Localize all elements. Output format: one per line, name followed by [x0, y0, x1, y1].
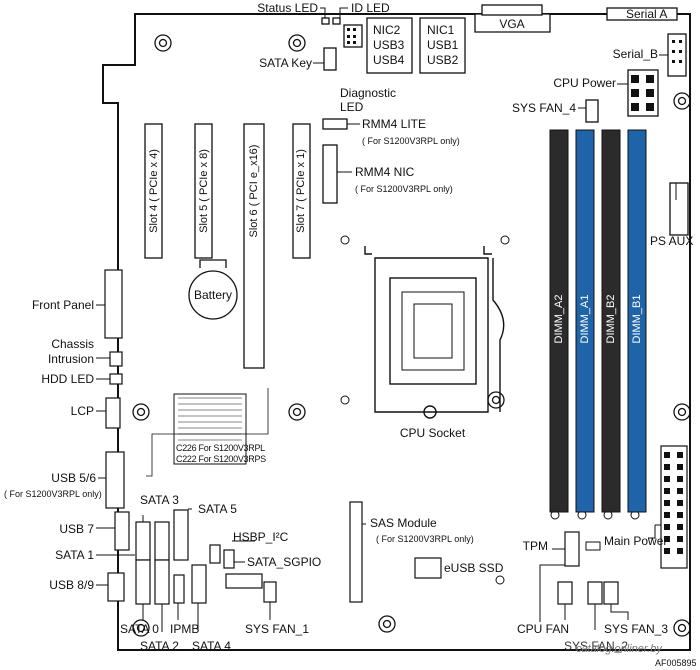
- label-tpm: TPM: [522, 539, 548, 553]
- label-diagnostic-led-1: Diagnostic: [340, 86, 397, 100]
- label-usb89: USB 8/9: [49, 578, 94, 592]
- label-id-led: ID LED: [351, 1, 390, 15]
- label-dimm-a1: DIMM_A1: [579, 294, 591, 344]
- label-cpu-socket: CPU Socket: [399, 426, 466, 440]
- label-usb4: USB4: [373, 53, 405, 67]
- label-slot6: Slot 6 ( PCI e_x16): [248, 144, 260, 238]
- label-rmm4-nic: RMM4 NIC: [355, 165, 415, 179]
- label-cpu-fan: CPU FAN: [517, 622, 570, 636]
- label-rmm4-lite-note: ( For S1200V3RPL only): [362, 136, 460, 146]
- label-status-led: Status LED: [257, 1, 318, 15]
- label-battery: Battery: [193, 288, 232, 302]
- label-ipmb: IPMB: [170, 622, 200, 636]
- label-sata-sgpio: SATA_SGPIO: [247, 555, 322, 569]
- label-dimm-b2: DIMM_B2: [605, 294, 617, 344]
- label-main-power: Main Power: [604, 534, 668, 548]
- label-cpu-power: CPU Power: [553, 76, 616, 90]
- label-chipset-1: C226 For S1200V3RPL: [176, 443, 265, 453]
- label-rmm4-nic-note: ( For S1200V3RPL only): [355, 184, 453, 194]
- label-sata0: SATA 0: [120, 622, 159, 636]
- label-chipset-2: C222 For S1200V3RPS: [176, 454, 266, 464]
- label-usb56-note: ( For S1200V3RPL only): [4, 489, 102, 499]
- label-usb3: USB3: [373, 38, 405, 52]
- label-sas-module-note: ( For S1200V3RPL only): [376, 534, 474, 544]
- board-outline: [102, 13, 691, 651]
- label-ps-aux: PS AUX: [650, 234, 694, 248]
- leader-lines: [96, 7, 677, 632]
- label-watermark: catalog.onliner.by: [576, 643, 662, 655]
- pcie-slots: [144, 123, 311, 369]
- label-eusb-ssd: eUSB SSD: [444, 561, 504, 575]
- label-serial-b: Serial_B: [612, 47, 658, 61]
- label-usb2: USB2: [427, 53, 459, 67]
- label-usb56: USB 5/6: [51, 471, 96, 485]
- label-sata1: SATA 1: [55, 548, 94, 562]
- label-vga: VGA: [499, 17, 525, 31]
- label-lcp: LCP: [70, 404, 94, 418]
- dimm-slots: [549, 129, 647, 513]
- label-sys-fan-1: SYS FAN_1: [245, 622, 310, 636]
- label-sata3: SATA 3: [140, 493, 179, 507]
- left-headers: [104, 269, 130, 602]
- label-sys-fan-4: SYS FAN_4: [511, 101, 576, 115]
- battery: [188, 259, 238, 320]
- label-chassis: Chassis: [51, 337, 94, 351]
- label-front-panel: Front Panel: [31, 298, 94, 312]
- label-slot5: Slot 5 ( PCIe x 8): [198, 149, 210, 233]
- label-dimm-b1: DIMM_B1: [631, 294, 643, 344]
- label-usb7: USB 7: [59, 522, 94, 536]
- label-nic2: NIC2: [373, 23, 401, 37]
- label-sas-module: SAS Module: [370, 516, 437, 530]
- label-dimm-a2: DIMM_A2: [553, 294, 565, 344]
- chipset: [146, 388, 269, 477]
- label-hsbp-i2c: HSBP_I²C: [233, 530, 289, 544]
- label-serial-a: Serial A: [626, 7, 668, 21]
- mounting-holes: [132, 34, 691, 637]
- main-power-pins: [664, 452, 683, 554]
- label-intrusion: Intrusion: [47, 352, 94, 366]
- label-sata4: SATA 4: [192, 639, 231, 653]
- label-hdd-led: HDD LED: [41, 372, 94, 386]
- label-sata2: SATA 2: [140, 639, 179, 653]
- label-usb1: USB1: [427, 38, 459, 52]
- label-rmm4-lite: RMM4 LITE: [362, 117, 427, 131]
- label-diagnostic-led-2: LED: [340, 100, 364, 114]
- label-figure-id: AF005895: [655, 658, 697, 668]
- label-sys-fan-2: SYS FAN_2: [564, 639, 629, 653]
- label-sata5: SATA 5: [198, 502, 237, 516]
- label-slot7: Slot 7 ( PCIe x 1): [295, 149, 307, 233]
- label-sys-fan-3: SYS FAN_3: [604, 622, 669, 636]
- label-nic1: NIC1: [427, 23, 455, 37]
- cpu-socket: [364, 246, 505, 419]
- label-sata-key: SATA Key: [259, 56, 312, 70]
- label-slot4: Slot 4 ( PCIe x 4): [148, 149, 160, 233]
- connector-pins: [347, 28, 682, 111]
